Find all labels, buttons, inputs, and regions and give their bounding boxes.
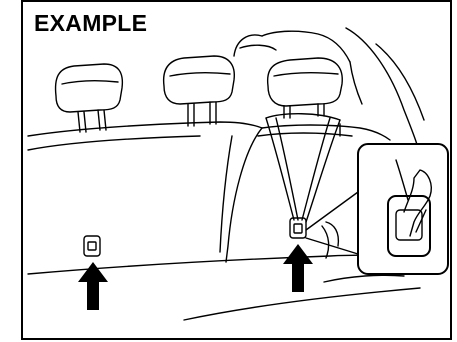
headrest-middle: [164, 56, 235, 126]
headrest-right: [268, 58, 343, 118]
headrest-left: [56, 64, 123, 132]
up-arrow-icon: [283, 244, 313, 292]
tie-down-hook-left: [84, 236, 100, 256]
seatbacks: [28, 122, 390, 262]
